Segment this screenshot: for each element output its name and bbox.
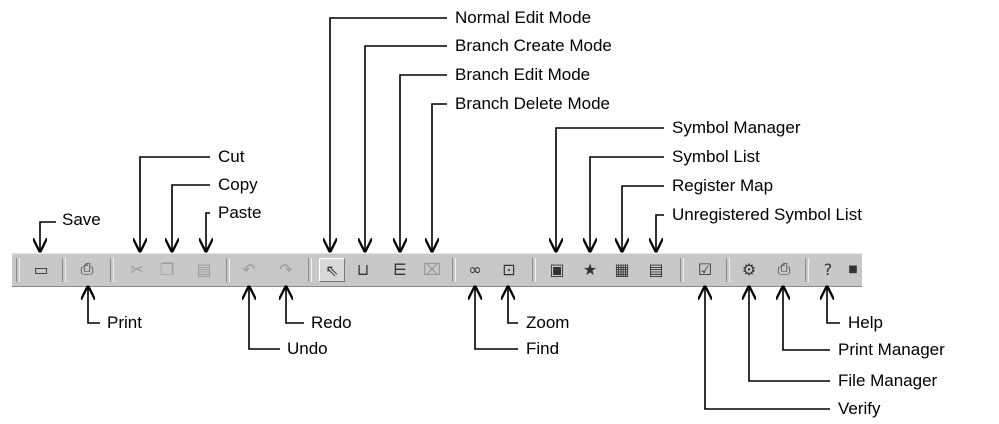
leader-print-manager [783,287,830,351]
label-zoom: Zoom [526,313,570,332]
binoculars-icon: ∞ [468,259,482,279]
unregistered-symbol-list-button[interactable]: ▤ [644,258,668,280]
label-undo: Undo [287,339,328,358]
save-icon: ▭ [33,259,49,279]
copy-button[interactable]: ❐ [155,258,179,280]
leader-symbol-list [590,156,664,251]
label-find: Find [526,339,560,358]
register-map-button[interactable]: ▦ [610,258,634,280]
paste-icon: ▤ [196,259,212,279]
branch-edit-icon: ⋿ [393,259,407,279]
unregistered-symbol-list-icon: ▤ [648,259,664,279]
redo-icon: ↷ [279,259,293,279]
leader-verify [705,287,830,410]
label-branch-edit-mode: Branch Edit Mode [455,65,591,84]
separator [62,258,66,282]
label-register-map: Register Map [672,176,774,195]
print-manager-icon: ⎙ [777,259,791,278]
leader-normal-edit [330,17,447,251]
label-symbol-list: Symbol List [672,147,760,166]
leader-help [827,287,840,324]
register-map-icon: ▦ [614,259,630,279]
leader-branch-delete [432,103,447,251]
leader-register-map [622,185,664,251]
label-save: Save [62,210,101,229]
label-unregistered-symbol-list: Unregistered Symbol List [672,205,862,224]
label-print: Print [107,313,142,332]
leader-symbol-manager [556,127,664,251]
symbol-list-icon: ★ [582,259,598,279]
separator [805,258,809,282]
undo-icon: ↶ [242,259,256,279]
verify-button[interactable]: ☑ [693,258,717,280]
label-paste: Paste [218,203,262,222]
save-button[interactable]: ▭ [29,258,53,280]
label-copy: Copy [218,175,258,194]
separator [308,258,312,282]
redo-button[interactable]: ↷ [274,258,298,280]
pointer-icon: ⇖ [325,260,339,280]
help-icon: ? [823,259,833,279]
toolbar: ▭ ⎙ ✂ ❐ ▤ ↶ ↷ ⇖ ⊔ ⋿ ⌧ ∞ ⊡ ▣ ★ ▦ ▤ ☑ ⚙ ⎙ … [12,253,862,287]
leader-find [475,287,518,350]
label-normal-edit-mode: Normal Edit Mode [455,8,592,27]
leader-paste [206,212,210,251]
label-branch-create-mode: Branch Create Mode [455,36,612,55]
leader-copy [172,184,210,251]
normal-edit-mode-button[interactable]: ⇖ [319,258,345,282]
copy-icon: ❐ [159,259,175,279]
branch-create-icon: ⊔ [356,259,370,279]
branch-delete-icon: ⌧ [422,259,442,279]
label-cut: Cut [218,147,245,166]
label-print-manager: Print Manager [838,340,945,359]
overflow-dot: ■ [848,263,858,275]
file-manager-button[interactable]: ⚙ [737,258,761,280]
leader-cut [140,156,210,251]
help-button[interactable]: ? [816,258,840,280]
label-branch-delete-mode: Branch Delete Mode [455,94,610,113]
print-button[interactable]: ⎙ [75,258,99,280]
toolbar-grip [16,258,20,282]
cut-icon: ✂ [130,259,144,279]
leader-file-manager [749,287,830,382]
branch-delete-mode-button[interactable]: ⌧ [420,258,444,280]
zoom-button[interactable]: ⊡ [497,258,521,280]
leader-branch-create [365,45,447,251]
leader-undo [249,287,280,350]
leader-branch-edit [400,74,447,251]
verify-icon: ☑ [697,259,713,279]
paste-button[interactable]: ▤ [192,258,216,280]
leader-save [40,221,56,251]
branch-create-mode-button[interactable]: ⊔ [351,258,375,280]
symbol-list-button[interactable]: ★ [578,258,602,280]
separator [452,258,456,282]
separator [110,258,114,282]
print-manager-button[interactable]: ⎙ [772,258,796,280]
file-manager-icon: ⚙ [741,259,757,279]
leader-redo [286,287,304,324]
separator [226,258,230,282]
find-button[interactable]: ∞ [463,258,487,280]
label-file-manager: File Manager [838,371,938,390]
leader-print [88,287,100,324]
symbol-manager-icon: ▣ [549,259,565,279]
branch-edit-mode-button[interactable]: ⋿ [388,258,412,280]
label-redo: Redo [311,313,352,332]
symbol-manager-button[interactable]: ▣ [545,258,569,280]
separator [680,258,684,282]
zoom-icon: ⊡ [502,259,516,279]
cut-button[interactable]: ✂ [125,258,149,280]
undo-button[interactable]: ↶ [237,258,261,280]
separator [726,258,730,282]
separator [532,258,536,282]
print-icon: ⎙ [80,259,94,278]
label-help: Help [848,313,883,332]
label-verify: Verify [838,399,881,418]
label-symbol-manager: Symbol Manager [672,118,801,137]
leader-unregistered-symbol-list [656,214,664,251]
leader-zoom [508,287,518,324]
